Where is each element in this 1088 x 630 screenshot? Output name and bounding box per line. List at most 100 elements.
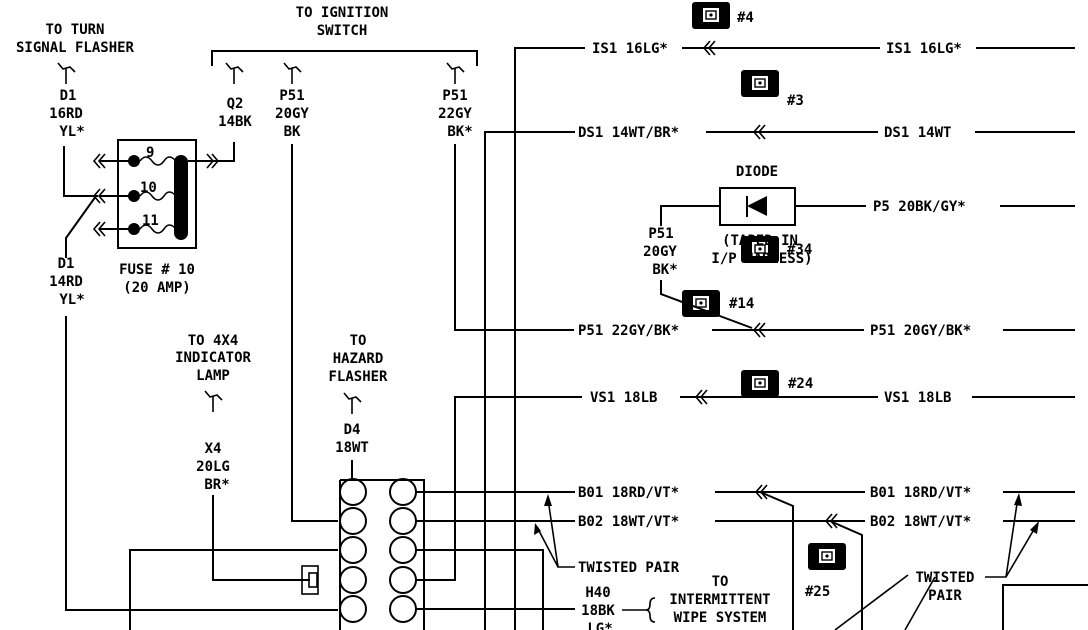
diagram-label: TO IGNITION	[296, 5, 389, 21]
diagram-label: INTERMITTENT	[669, 592, 770, 608]
wire-is1-right-label: IS1 16LG*	[886, 41, 962, 57]
wire-d4-label: D4 18WT	[335, 422, 369, 456]
diode-note: (TAPED IN I/P HARNESS)	[711, 233, 812, 267]
diagram-label: D1	[60, 88, 77, 104]
wire-b01-right-label: B01 18RD/VT*	[870, 485, 971, 501]
twisted-pair-right: TWISTED PAIR	[834, 493, 1088, 630]
connector-4: #4	[691, 1, 754, 30]
diagram-label: PAIR	[928, 588, 962, 604]
diagram-label: (TAPED IN	[722, 233, 798, 249]
diagram-label: #14	[729, 296, 754, 312]
diagram-label: #25	[805, 584, 830, 600]
wire-ds1-left-label: DS1 14WT/BR*	[578, 125, 679, 141]
wire-p51-22gy	[454, 144, 574, 331]
intermittent-wipe-label: TO INTERMITTENT WIPE SYSTEM	[669, 574, 770, 626]
wire-is1-left-label: IS1 16LG*	[592, 41, 668, 57]
wire-p51-22gy-label: P51 22GY BK*	[438, 88, 473, 140]
diagram-label: TO TURN	[45, 22, 104, 38]
diagram-label: P51	[648, 226, 673, 242]
ignition-bracket	[211, 50, 478, 66]
wire-end-icon	[204, 390, 223, 413]
connector-34: #34	[740, 235, 812, 264]
wire-b01-left-label: B01 18RD/VT*	[578, 485, 679, 501]
wire-vs1-right-label: VS1 18LB	[884, 390, 951, 406]
diagram-label: TO	[712, 574, 729, 590]
diagram-label: LAMP	[196, 368, 230, 384]
wire-d1-bottom-label: D1 14RD YL*	[49, 256, 85, 308]
wire-p51-diode	[660, 280, 753, 329]
wire-diode	[660, 205, 866, 226]
diagram-label: (20 AMP)	[123, 280, 190, 296]
diagram-label: D4	[344, 422, 361, 438]
wire-end-icon	[446, 62, 465, 85]
wire-p51-left-label: P51 22GY/BK*	[578, 323, 679, 339]
wire-b02-left-label: B02 18WT/VT*	[578, 514, 679, 530]
diagram-label: D1	[58, 256, 75, 272]
diagram-label: 11	[142, 213, 159, 229]
diagram-label: INDICATOR	[175, 350, 251, 366]
wire-is1	[514, 47, 585, 630]
diagram-label: HAZARD	[333, 351, 384, 367]
fuse-block: 9 10 11	[93, 139, 235, 249]
wire-x4-label: X4 20LG BR*	[196, 441, 230, 493]
diagram-label: #3	[787, 93, 804, 109]
wire-p51-20gy-label: P51 20GY BK	[275, 88, 309, 140]
diagram-label: 16RD	[49, 106, 83, 122]
wire-end-icon	[57, 62, 76, 85]
diagram-label: I/P HARNESS)	[711, 251, 812, 267]
diagram-label: BK*	[447, 124, 472, 140]
hazard-flasher-label: TO HAZARD FLASHER	[328, 333, 388, 385]
connector-block	[301, 396, 582, 630]
diagram-label: #4	[737, 10, 754, 26]
wire-b02-right-label: B02 18WT/VT*	[870, 514, 971, 530]
diagram-label: 22GY	[438, 106, 472, 122]
diagram-label: TWISTED PAIR	[578, 560, 680, 576]
diagram-label: H40	[585, 585, 610, 601]
diagram-label: P51	[442, 88, 467, 104]
diagram-label: 9	[146, 145, 154, 161]
diagram-label: 14RD	[49, 274, 83, 290]
indicator-lamp-label: TO 4X4 INDICATOR LAMP	[175, 333, 251, 384]
diagram-label: SIGNAL FLASHER	[16, 40, 135, 56]
diagram-label: P51	[279, 88, 304, 104]
wire-x4	[212, 495, 310, 581]
diagram-label: WIPE SYSTEM	[674, 610, 767, 626]
diagram-label: TO 4X4	[188, 333, 239, 349]
wire-end-icon	[343, 392, 362, 415]
diagram-label: 20LG	[196, 459, 230, 475]
wire-p5-label: P5 20BK/GY*	[873, 199, 966, 215]
fuse-label: FUSE # 10 (20 AMP)	[119, 262, 195, 296]
turn-signal-label: TO TURN SIGNAL FLASHER	[16, 22, 135, 56]
connector-3: #3	[740, 69, 804, 109]
diagram-label: TO	[350, 333, 367, 349]
diagram-label: TWISTED	[915, 570, 974, 586]
wire-d1-top	[63, 146, 98, 197]
wire-b01-mid	[715, 491, 865, 630]
wire-d1-top-label: D1 16RD YL*	[49, 88, 85, 140]
wire-p51-20gy	[291, 144, 338, 522]
wire-h40-label: H40 18BK LG*	[581, 585, 615, 630]
connector-14: #14	[681, 289, 754, 318]
wire-end-icon	[283, 62, 302, 85]
wire-p51-diode-label: P51 20GY BK*	[643, 226, 678, 278]
diode-label: DIODE	[736, 164, 778, 180]
diagram-label: #34	[787, 242, 812, 258]
connector-24: #24	[740, 369, 813, 398]
diode-icon	[719, 187, 796, 226]
diagram-label: 14BK	[218, 114, 252, 130]
diagram-label: SWITCH	[317, 23, 368, 39]
diagram-label: BK	[284, 124, 301, 140]
wire-p51-right-label: P51 20GY/BK*	[870, 323, 971, 339]
wire-q2-label: Q2 14BK	[218, 96, 252, 130]
twisted-pair-left: TWISTED PAIR	[534, 494, 680, 576]
diagram-label: YL*	[59, 124, 84, 140]
ignition-switch-label: TO IGNITION SWITCH	[296, 5, 389, 39]
diagram-label: LG*	[587, 621, 612, 630]
wire-ds1	[484, 131, 575, 630]
diagram-label: 18BK	[581, 603, 615, 619]
diagram-label: 18WT	[335, 440, 369, 456]
diagram-label: 20GY	[643, 244, 677, 260]
diagram-label: #24	[788, 376, 813, 392]
wire-d1-cross	[65, 195, 97, 258]
